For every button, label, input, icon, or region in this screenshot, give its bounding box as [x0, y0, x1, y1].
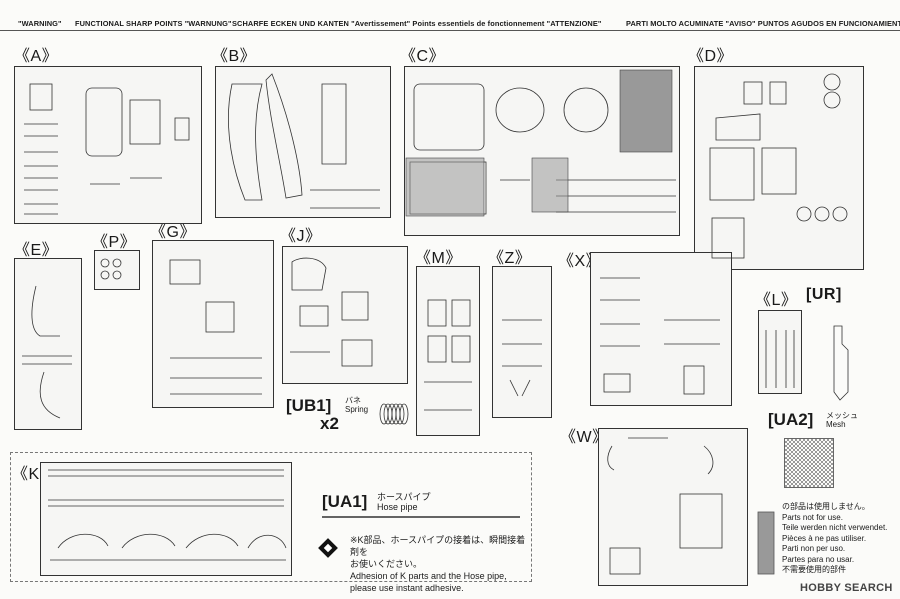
- adhesion-note-jp-1: ※K部品、ホースパイプの接着は、瞬間接着剤を: [350, 535, 526, 557]
- part-c-ring: [495, 87, 545, 133]
- ub1-qty: x2: [320, 414, 339, 433]
- sprue-label-z: 《Z》: [488, 250, 532, 267]
- ua1-en: Hose pipe: [377, 502, 418, 512]
- warning-banner: "WARNING" FUNCTIONAL SHARP POINTS "WARNU…: [0, 0, 900, 31]
- unused-note-it: Parti non per uso.: [782, 544, 846, 553]
- part-c-ring-2: [563, 87, 609, 133]
- warning-text-1: "WARNING": [18, 19, 62, 28]
- adhesion-note-en-1: Adhesion of K parts and the Hose pipe,: [350, 571, 507, 581]
- watermark-logo: HOBBY SEARCH: [800, 582, 893, 594]
- sprue-frame-g: [152, 240, 274, 408]
- sprue-label-a: 《A》: [14, 48, 59, 65]
- mesh-swatch: [784, 438, 834, 488]
- unused-note-de: Teile werden nicht verwendet.: [782, 523, 888, 532]
- sprue-frame-l: [758, 310, 802, 394]
- sprue-frame-m: [416, 266, 480, 436]
- ua2-jp: メッシュ: [826, 411, 858, 420]
- sprue-frame-e: [14, 258, 82, 430]
- part-a3: [85, 87, 123, 157]
- sprue-label-d: 《D》: [688, 48, 734, 65]
- sprue-label-p: 《P》: [92, 234, 137, 251]
- sprue-label-ur: [UR]: [806, 286, 842, 303]
- unused-note-en: Parts not for use.: [782, 512, 843, 522]
- part-a6: [174, 117, 190, 141]
- sprue-label-e: 《E》: [14, 242, 59, 259]
- sprue-frame-k: [40, 462, 292, 576]
- sprue-label-w: 《W》: [560, 429, 609, 446]
- sprue-label-j: 《J》: [280, 228, 322, 245]
- part-c-turret: [413, 83, 485, 151]
- part-b-arm-right: [265, 73, 303, 199]
- ub1-label: [UB1]: [286, 396, 332, 415]
- adhesion-note: ※K部品、ホースパイプの接着は、瞬間接着剤を お使いください。 Adhesion…: [350, 534, 530, 594]
- unused-note-fr: Pièces à ne pas utiliser.: [782, 533, 867, 543]
- spring-drawing: [379, 403, 409, 425]
- ua1-label: [UA1]: [322, 492, 368, 511]
- sprue-frame-j: [282, 246, 408, 384]
- sprue-label-c: 《C》: [400, 48, 446, 65]
- part-c-unused: [619, 69, 673, 153]
- adhesion-note-en-2: please use instant adhesive.: [350, 583, 464, 593]
- warning-text-2: FUNCTIONAL SHARP POINTS "WARNUNG": [75, 19, 232, 28]
- part-a1: [29, 83, 53, 111]
- part-a4: [129, 99, 161, 145]
- part-b-arm-left: [228, 83, 263, 201]
- unused-note-es: Partes para no usar.: [782, 554, 855, 564]
- sprue-label-l: 《L》: [755, 292, 798, 309]
- sprue-label-g: 《G》: [150, 224, 196, 241]
- warning-text-3: SCHARFE ECKEN UND KANTEN "Avertissement"…: [232, 19, 602, 28]
- sprue-frame-w: [598, 428, 748, 586]
- sprue-k-outline: [10, 452, 532, 582]
- sprue-frame-p: [94, 250, 140, 290]
- unused-parts-note: の部品は使用しません。 Parts not for use. Teile wer…: [782, 502, 887, 576]
- ub1-jp: バネ: [345, 396, 361, 405]
- ua2-en: Mesh: [826, 420, 846, 429]
- sprue-frame-z: [492, 266, 552, 418]
- sprue-frame-a: [14, 66, 202, 224]
- unused-note-jp: の部品は使用しません。: [782, 502, 870, 511]
- ub1-en: Spring: [345, 405, 369, 414]
- unused-note-zh: 不需要使用的部件: [782, 565, 846, 574]
- sprue-label-b: 《B》: [212, 48, 257, 65]
- warning-text-4: PARTI MOLTO ACUMINATE "AVISO" PUNTOS AGU…: [626, 19, 900, 28]
- part-b3: [321, 83, 347, 165]
- ua1-jp: ホースパイプ: [377, 492, 431, 502]
- adhesion-note-jp-2: お使いください。: [350, 559, 423, 569]
- part-ur: [833, 325, 849, 401]
- ua2-label: [UA2]: [768, 410, 814, 429]
- sprue-label-m: 《M》: [415, 250, 462, 267]
- sprue-frame-d: [694, 66, 864, 270]
- sprue-frame-b: [215, 66, 391, 218]
